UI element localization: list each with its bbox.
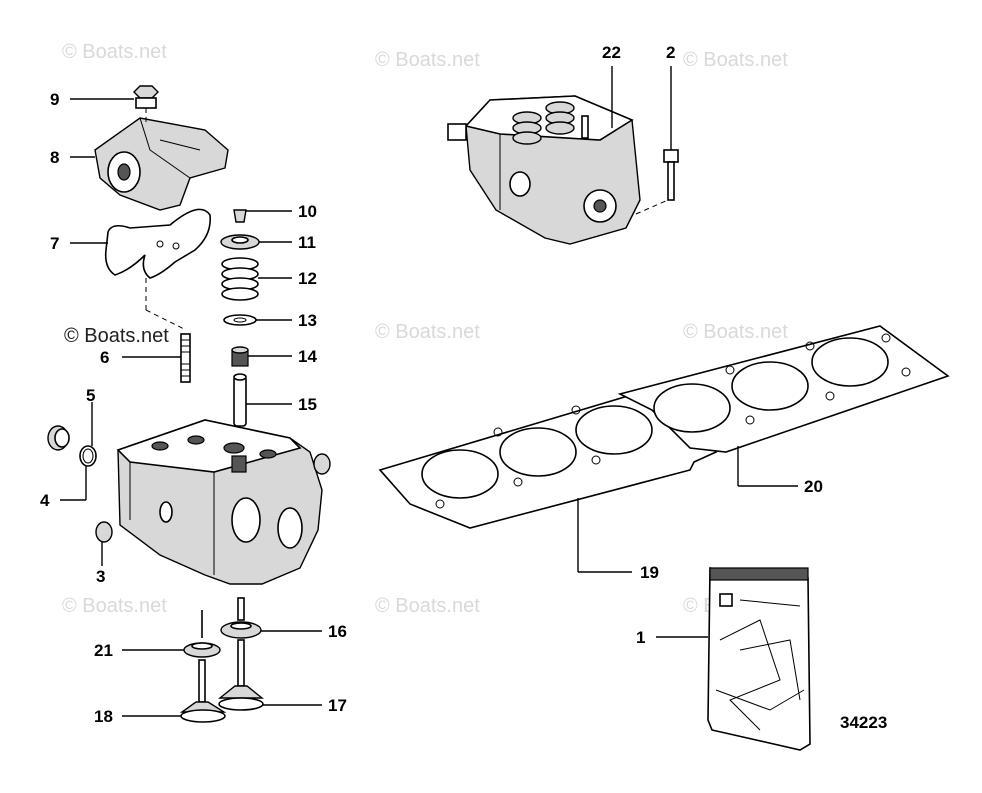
glow-plug-part-2 [663,149,679,201]
valve-spring-part-12 [221,257,259,301]
callout-12: 12 [298,269,317,288]
watermark: © Boats.net [62,41,167,63]
valve-stem-seal-part-21 [183,610,221,658]
stud-part-6 [180,333,191,383]
watermark: © Boats.net [683,49,788,71]
plug-part [313,453,331,475]
watermark-dark: © Boats.net [64,325,169,347]
watermark: © Boats.net [62,595,167,617]
watermark: © Boats.net [683,321,788,343]
callout-5: 5 [86,386,95,405]
cylinder-head-part [116,419,323,585]
exhaust-valve-part-17 [218,639,264,711]
callout-13: 13 [298,311,317,330]
valve-guide-part-15 [233,373,247,427]
intake-valve-part-18 [179,659,227,723]
callout-1: 1 [636,628,645,647]
callout-21: 21 [94,641,113,660]
gasket-kit-bag-part-1 [707,567,811,751]
callout-18: 18 [94,707,113,726]
callout-6: 6 [100,348,109,367]
callout-15: 15 [298,395,317,414]
watermark: © Boats.net [375,595,480,617]
callout-19: 19 [640,563,659,582]
callout-22: 22 [602,43,621,62]
head-gasket-part-19 [378,395,718,529]
callout-17: 17 [328,696,347,715]
o-ring-part-4 [79,445,97,467]
callout-16: 16 [328,622,347,641]
callout-8: 8 [50,148,59,167]
callout-11: 11 [298,233,316,252]
callout-14: 14 [298,347,317,366]
callout-4: 4 [40,491,50,510]
valve-stem-seal-part-16 [220,597,262,639]
valve-stem-seal-part-14 [231,346,249,367]
rocker-arm-part-8 [94,117,229,211]
plug-part-5 [47,425,70,451]
cylinder-head-assembly-part-22 [447,95,641,245]
valve-cover-gasket-part-7 [104,208,212,279]
spring-retainer-part-11 [220,234,260,250]
head-gasket-part-20 [617,325,950,453]
callout-7: 7 [50,234,59,253]
callout-3: 3 [96,567,105,586]
callout-10: 10 [298,202,317,221]
valve-keeper-part-10 [233,209,247,223]
callout-2: 2 [666,43,675,62]
watermark: © Boats.net [375,49,480,71]
plug-part-3 [95,521,113,543]
callout-9: 9 [50,90,59,109]
callout-20: 20 [804,477,823,496]
figure-number: 34223 [840,713,887,732]
watermark: © Boats.net [375,321,480,343]
spring-seat-washer-part-13 [223,314,257,326]
nut-part-9 [133,85,159,109]
